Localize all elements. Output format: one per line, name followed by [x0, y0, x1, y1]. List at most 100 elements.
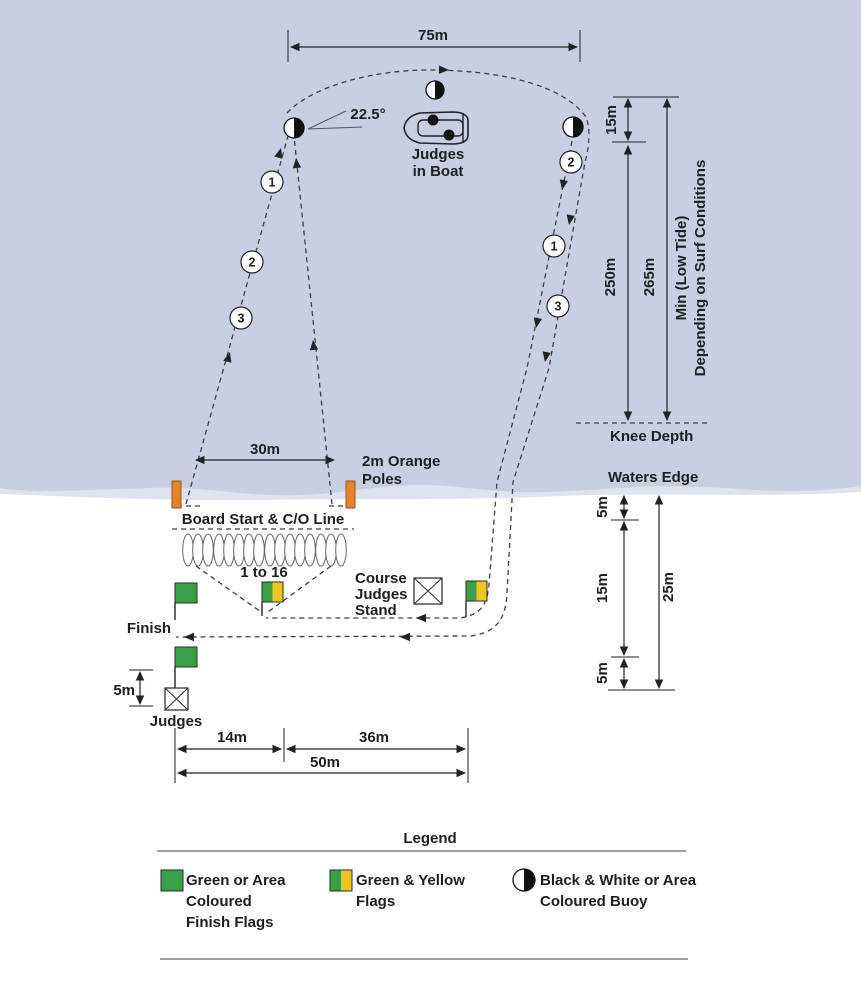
legend-title: Legend	[403, 830, 456, 847]
legend: Legend Green or Area Coloured Finish Fla…	[157, 830, 697, 960]
arrow-up-left-1	[223, 352, 232, 363]
course-judges-label-line3: Stand	[355, 602, 397, 619]
arrow-down-right-outer-1	[566, 214, 575, 225]
marker-circle	[240, 250, 264, 274]
arrow-return-inner	[416, 613, 426, 623]
course-marker-right-2: 2	[559, 150, 583, 174]
legend-item2-line1: Green & Yellow	[356, 872, 465, 889]
course-flag-right	[465, 580, 488, 617]
marker-circle	[542, 234, 566, 258]
legend-green-flag-icon	[160, 869, 184, 892]
start-oval	[274, 533, 286, 567]
legend-item1-line3: Finish Flags	[186, 914, 274, 931]
green-flag-icon	[174, 582, 198, 604]
angle-label: 22.5°	[350, 106, 385, 123]
dimension-75m: 75m	[287, 27, 581, 62]
dim-15m-beach-label: 15m	[594, 573, 611, 603]
dim-5m-finish-label: 5m	[113, 682, 135, 699]
angle-line-slanted	[307, 110, 347, 130]
dim-30m-label: 30m	[250, 441, 280, 458]
start-position-ovals	[182, 533, 347, 567]
judges-box-icon	[164, 687, 189, 711]
start-oval	[243, 533, 255, 567]
course-marker-right-1: 1	[542, 234, 566, 258]
finish-flag-upper	[174, 582, 198, 620]
marker-circle	[546, 294, 570, 318]
start-oval	[192, 533, 204, 567]
legend-item2-line2: Flags	[356, 893, 395, 910]
angle-line-horizontal	[307, 126, 363, 130]
start-oval	[202, 533, 214, 567]
arrow-down-right-inner-2	[533, 317, 543, 328]
marker-number: 3	[555, 300, 562, 314]
course-marker-left-2: 2	[240, 250, 264, 274]
start-oval	[233, 533, 245, 567]
turn-angle: 22.5°	[307, 106, 386, 130]
course-judges-label-line1: Course	[355, 570, 407, 587]
buoy-right	[562, 116, 584, 138]
arrow-up-inner-1	[309, 340, 319, 351]
arrow-return-outer-2	[184, 632, 194, 642]
buoy-left	[283, 117, 305, 139]
board-start-label: Board Start & C/O Line	[182, 511, 345, 528]
marker-number: 1	[551, 240, 558, 254]
arrow-up-inner-2	[292, 158, 302, 169]
orange-pole-right	[345, 480, 356, 509]
start-oval	[304, 533, 316, 567]
dim-15m-label: 15m	[603, 105, 620, 135]
surf-note-line2: Depending on Surf Conditions	[692, 160, 709, 377]
surf-note-line1: Min (Low Tide)	[673, 216, 690, 321]
arrow-return-outer-1	[400, 632, 410, 642]
boat-judge-dot-2	[443, 129, 455, 141]
knee-depth-label: Knee Depth	[610, 428, 693, 445]
course-marker-left-3: 3	[229, 306, 253, 330]
stand-cross	[413, 577, 443, 605]
dim-250m-label: 250m	[602, 258, 619, 296]
judges-cross	[164, 687, 189, 711]
buoy-right-half	[573, 117, 583, 137]
green-yellow-flag-icon	[465, 580, 488, 602]
dim-5m-top-label: 5m	[594, 496, 611, 518]
buoy-top	[425, 80, 445, 100]
start-oval	[284, 533, 296, 567]
course-line-left-inner	[293, 135, 333, 505]
boat-hull	[403, 111, 469, 145]
boat-judge-dot-1	[427, 114, 439, 126]
judges-label: Judges	[150, 713, 203, 730]
course-judges-stand-icon	[413, 577, 443, 605]
dimension-30m: 30m	[195, 441, 335, 465]
arrow-up-left-2	[274, 148, 283, 159]
dim-75m-label: 75m	[418, 27, 448, 44]
start-funnel-right	[267, 565, 332, 613]
dim-36m-label: 36m	[359, 729, 389, 746]
start-oval	[213, 533, 225, 567]
buoy-left-half	[294, 118, 304, 138]
arrow-down-right-inner-1	[559, 179, 569, 190]
legend-item1-line1: Green or Area	[186, 872, 286, 889]
marker-number: 3	[238, 312, 245, 326]
judges-boat-icon	[403, 111, 469, 145]
marker-circle	[260, 170, 284, 194]
start-oval	[325, 533, 337, 567]
yellow-half	[476, 581, 487, 601]
waters-edge-label: Waters Edge	[608, 469, 698, 486]
course-line-right-inner	[266, 140, 573, 619]
marker-number: 2	[249, 256, 256, 270]
course-direction-arrows	[184, 65, 575, 642]
legend-item3-line1: Black & White or Area	[540, 872, 697, 889]
boat-label-line1: Judges	[412, 146, 465, 163]
arrow-down-right-outer-2	[542, 351, 551, 362]
legend-green-half	[330, 870, 341, 891]
marker-circle	[229, 306, 253, 330]
green-flag-icon	[174, 646, 198, 668]
start-oval	[182, 533, 194, 567]
dim-265m-label: 265m	[641, 258, 658, 296]
legend-green-yellow-flag-icon	[329, 869, 353, 892]
finish-flag-lower	[174, 646, 198, 688]
boat-label-line2: in Boat	[413, 163, 464, 180]
green-half	[466, 581, 477, 601]
course-marker-right-3: 3	[546, 294, 570, 318]
marker-number: 1	[269, 176, 276, 190]
